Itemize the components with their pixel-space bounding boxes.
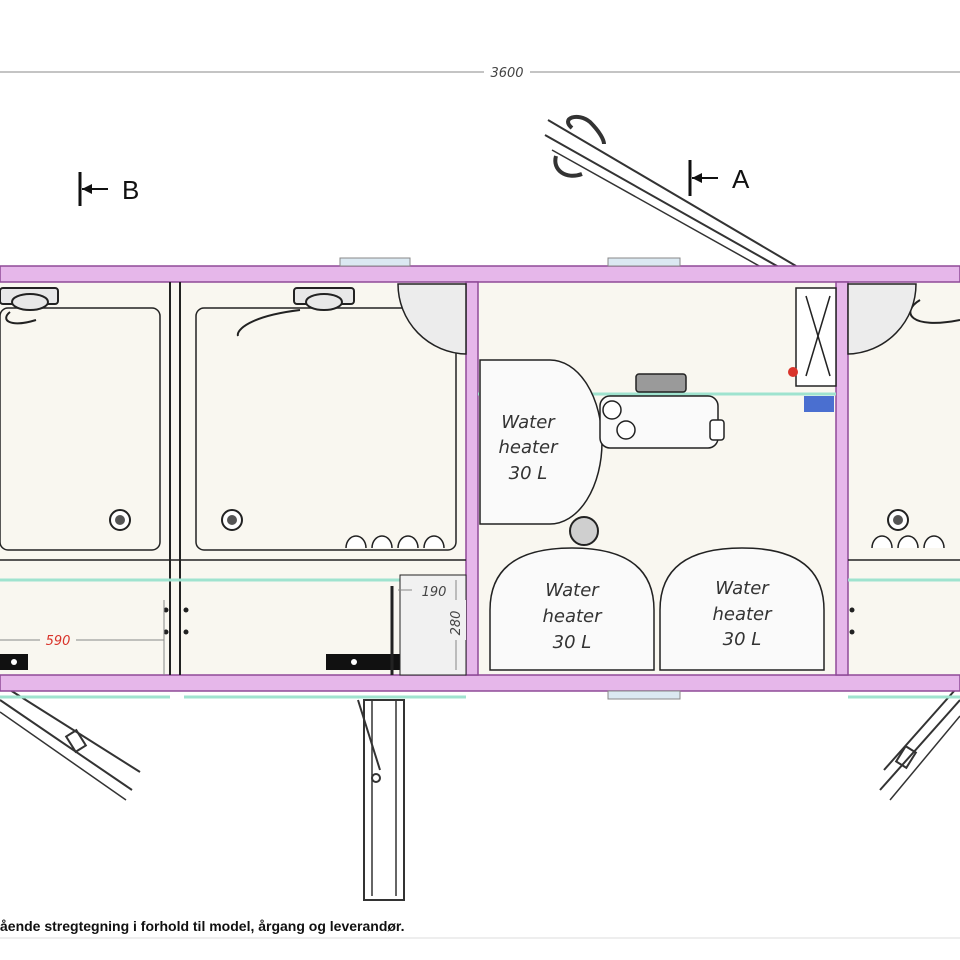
towel-hooks [345,535,945,549]
water-heater-3: Water heater 30 L [659,547,825,671]
section-marker-b: B [78,172,139,206]
water-heater-3-line1: Water [715,578,770,599]
water-heater-2: Water heater 30 L [489,547,655,671]
window-bottom [607,690,681,700]
lower-right-ramp [879,689,960,801]
water-heater-1: Water heater 30 L [479,359,603,525]
top-wall [0,265,960,283]
water-heater-1-line2: heater [498,437,559,458]
inner-wall-right [835,281,849,676]
overall-dimension: 3600 [0,66,960,81]
water-heater-1-line1: Water [501,412,556,433]
water-heater-2-line3: 30 L [553,632,592,653]
pump-tank [599,373,725,449]
water-heater-3-line2: heater [712,604,773,625]
sink-icon [397,283,917,355]
cabinet-width-label: 590 [46,634,71,649]
section-b-label: B [122,175,139,205]
door-offset-label: 190 [422,585,447,600]
inner-wall-left [465,281,479,676]
pump-icon [569,516,599,546]
window-top-left [339,257,411,267]
overall-length-label: 3600 [490,66,523,81]
water-heater-2-line2: heater [542,606,603,627]
cabinet-dimension: 590 [0,600,165,675]
lower-center-door [357,699,405,901]
electric-box [788,287,837,412]
section-a-label: A [732,164,750,194]
footer-note: ående stregtegning i forhold til model, … [0,918,405,934]
shower-head-icon [0,287,960,337]
window-top-right [607,257,681,267]
section-marker-a: A [688,160,750,196]
water-heater-3-line3: 30 L [723,629,762,650]
lower-left-ramp [0,689,141,801]
water-heater-2-line1: Water [545,580,600,601]
drain-icon [109,509,909,531]
hinge-icons [163,607,855,635]
door-frame: 190 280 [390,574,467,676]
bottom-wall [0,674,960,692]
water-heater-1-line3: 30 L [509,463,548,484]
door-depth-label: 280 [449,611,464,636]
